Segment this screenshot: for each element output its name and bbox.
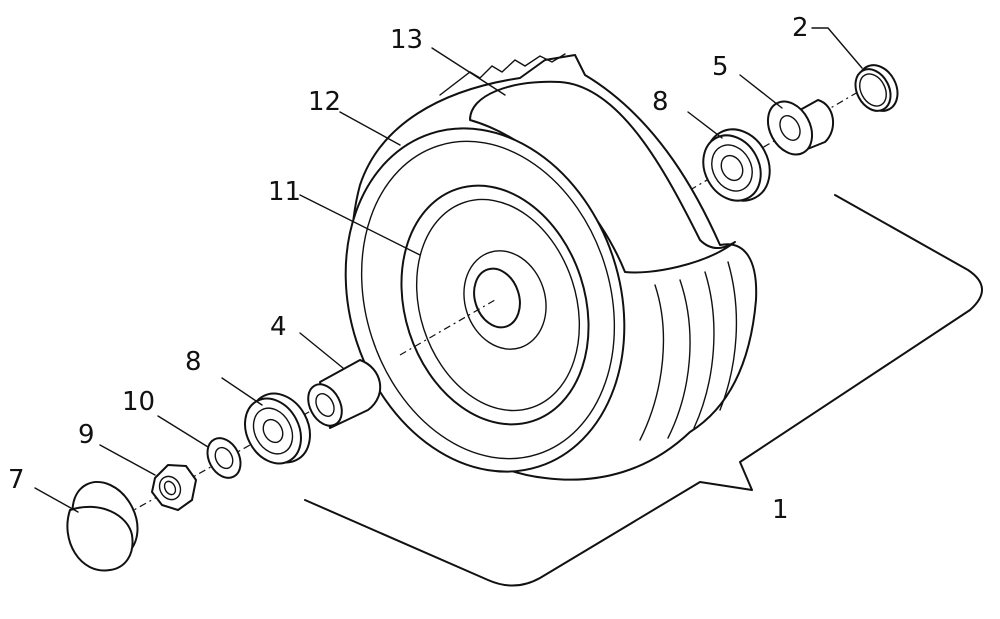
callout-4: 4 <box>270 312 287 342</box>
dome-cap <box>66 480 139 572</box>
flanged-spacer <box>766 99 834 156</box>
cap-ring <box>854 64 899 112</box>
washer <box>206 437 242 479</box>
callout-2: 2 <box>792 13 809 43</box>
rim-inner <box>415 198 581 412</box>
tire-sidewall-inner <box>360 140 616 460</box>
bushing <box>307 359 382 429</box>
hex-nut <box>151 464 197 511</box>
callout-9: 9 <box>78 420 95 450</box>
leader-lines <box>34 27 863 513</box>
tire-grooves <box>639 261 738 441</box>
callout-11: 11 <box>268 177 301 207</box>
rim-hub-bore <box>473 267 521 329</box>
rim-hub-ring <box>463 250 547 350</box>
callout-8-rear: 8 <box>652 87 669 117</box>
callout-12: 12 <box>308 87 341 117</box>
wheel-assembly <box>344 53 758 481</box>
bearing-rear <box>702 128 771 202</box>
bearing-front <box>244 392 311 465</box>
callout-10: 10 <box>122 387 155 417</box>
callout-7: 7 <box>8 465 25 495</box>
axis-line-hub <box>399 299 496 356</box>
callout-8-front: 8 <box>185 347 202 377</box>
callout-1: 1 <box>772 495 789 525</box>
callout-5: 5 <box>712 52 729 82</box>
assembly-bracket <box>304 194 983 587</box>
callout-13: 13 <box>390 25 423 55</box>
